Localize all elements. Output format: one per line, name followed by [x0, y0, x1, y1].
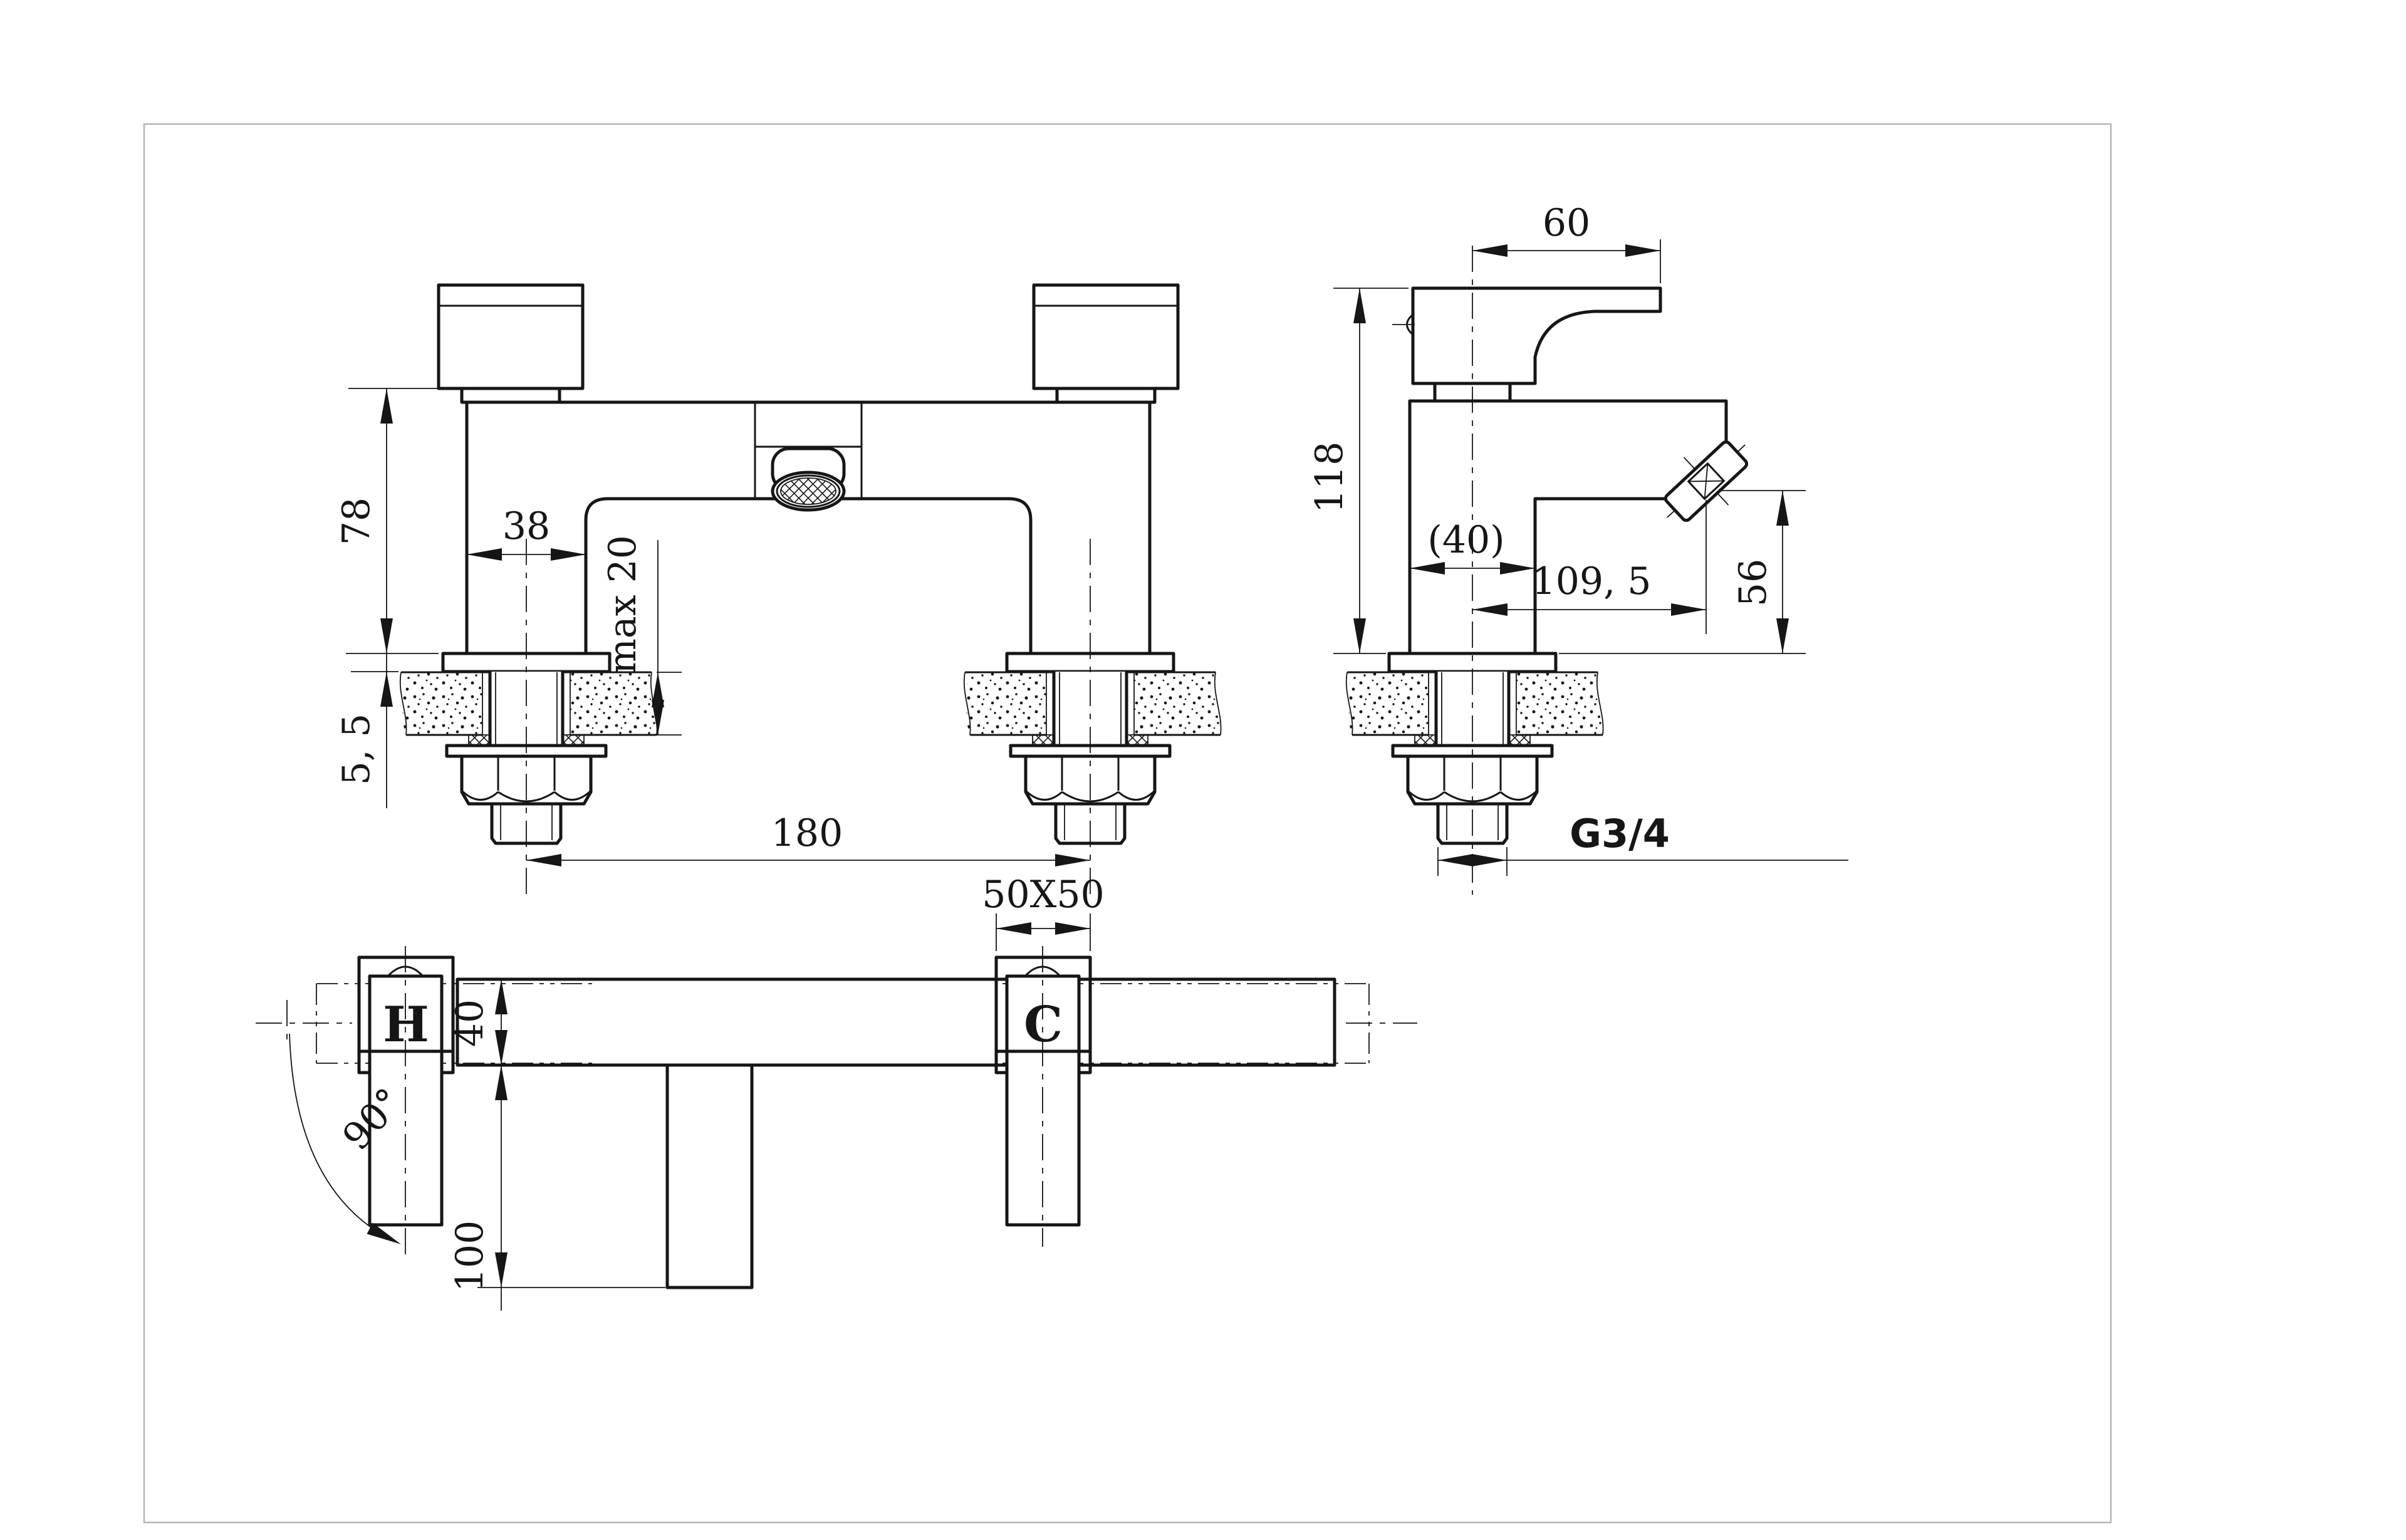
- front-right-leg-fixing: [964, 653, 1221, 843]
- dim-front-centres: 180: [771, 811, 843, 855]
- dim-side-spout-height: 56: [1731, 559, 1775, 606]
- plan-cold-cap: [994, 955, 1092, 1053]
- sheet-border: [143, 123, 2112, 1524]
- aerator-mesh: [780, 477, 836, 505]
- plan-spout: [665, 1063, 754, 1289]
- plan-hot-cap: [357, 955, 455, 1053]
- dim-side-reach: 109, 5: [1532, 559, 1652, 603]
- swing-arc: [289, 1033, 395, 1242]
- dim-plan-spout-length: 100: [448, 1220, 492, 1293]
- front-left-handle: [437, 283, 585, 390]
- label-hot: H: [383, 996, 429, 1053]
- label-cold: C: [1024, 996, 1063, 1053]
- dim-front-base: 5, 5: [335, 714, 378, 786]
- front-view: 78 5, 5 38 max 20 180: [335, 283, 1221, 895]
- dim-front-deck: max 20: [601, 535, 645, 674]
- front-right-handle: [1032, 283, 1180, 390]
- dim-front-height: 78: [335, 497, 378, 545]
- front-body: [465, 400, 1152, 655]
- side-nozzle: [1664, 440, 1749, 522]
- dim-side-handle-length: 60: [1543, 201, 1590, 245]
- plan-view: H C 50X50 40 100 90°: [256, 873, 1417, 1311]
- dim-front-leg-width: 38: [503, 504, 550, 548]
- front-left-leg-fixing: [400, 653, 657, 843]
- side-view: 60 118 (40) 109, 5 56 G3/4: [1308, 201, 1848, 895]
- side-leg-fixing: [1346, 653, 1603, 843]
- side-handle: [1411, 286, 1662, 385]
- plan-body-bar: [456, 977, 1336, 1067]
- dim-plan-body-width: 40: [448, 999, 492, 1047]
- dim-side-depth: (40): [1427, 518, 1504, 562]
- dim-side-height: 118: [1308, 442, 1351, 514]
- dim-plan-handle-size: 50X50: [982, 873, 1104, 917]
- dim-side-thread: G3/4: [1570, 811, 1670, 856]
